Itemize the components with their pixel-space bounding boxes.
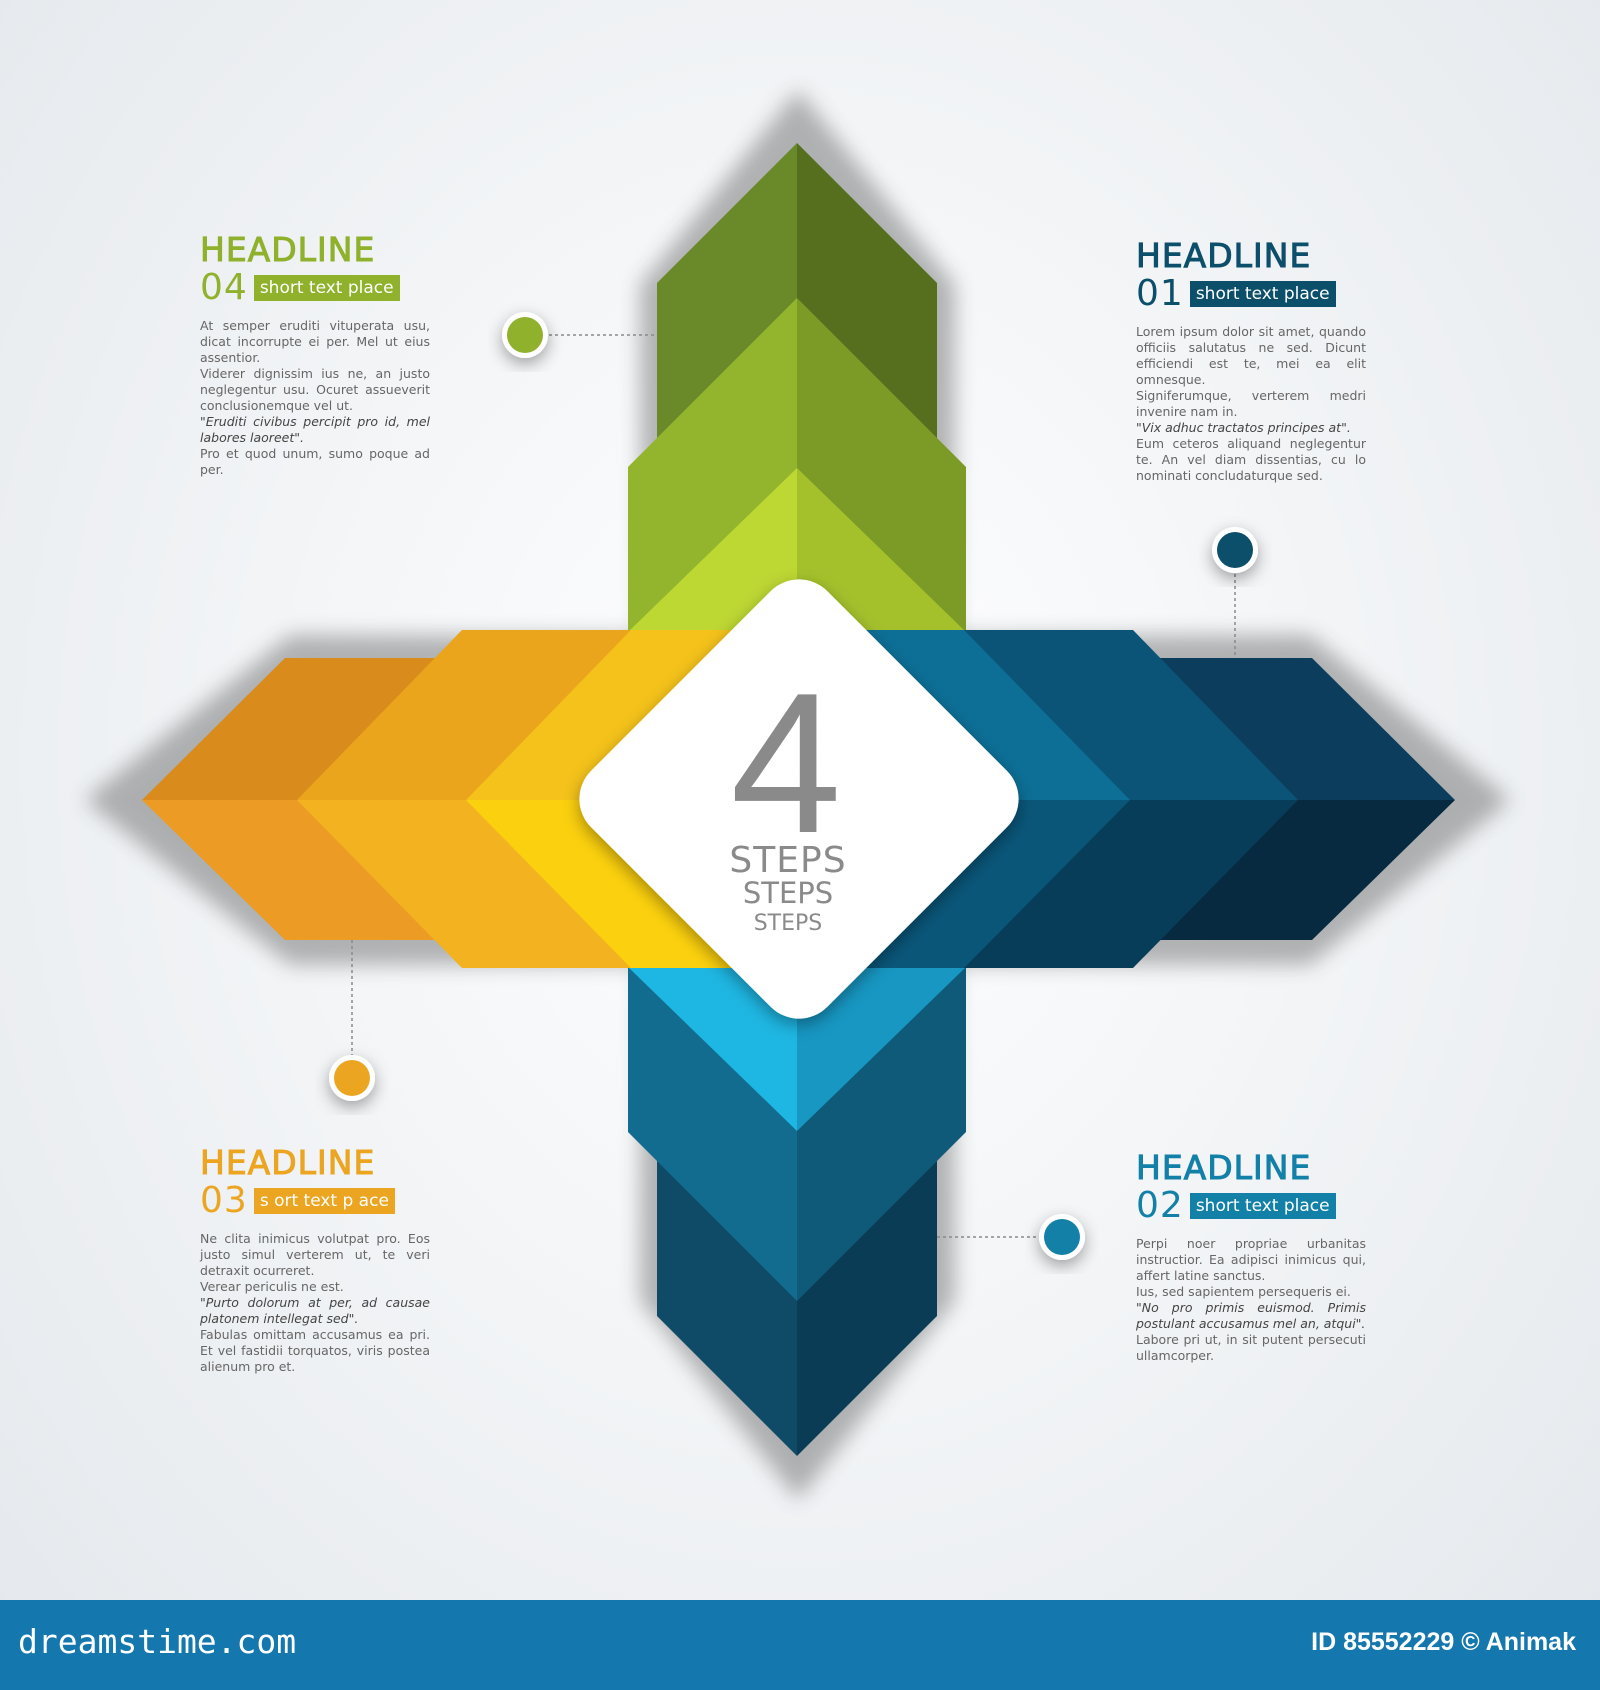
step-04-body-p2: Viderer dignissim ius ne, an justo negle… [200,366,430,413]
step-01-body: Lorem ipsum dolor sit amet, quando offic… [1136,324,1366,484]
step-03-headline: HEADLINE [200,1143,376,1182]
dot-03 [329,1055,375,1101]
step-02-body-p2: Ius, sed sapientem persequeris ei. [1136,1284,1351,1299]
step-04-number: 04 [200,267,248,308]
step-02-number: 02 [1136,1185,1184,1226]
step-03-block: HEADLINE 03 s ort text p ace Ne clita in… [200,1143,431,1375]
step-04-body-p3: Pro et quod unum, sumo poque ad per. [200,446,430,477]
dot-04 [502,312,548,358]
step-01-body-p1: Lorem ipsum dolor sit amet, quando offic… [1136,324,1366,387]
footer-bar: dreamstime.com ID 85552229 © Animak [0,1600,1600,1690]
step-04-block: HEADLINE 04 short text place At semper e… [200,230,431,478]
step-03-body-p2: Verear periculis ne est. [200,1279,344,1294]
step-01-block: HEADLINE 01 short text place Lorem ipsum… [1136,236,1367,484]
step-02-headline: HEADLINE [1136,1148,1312,1187]
step-01-body-p3: Eum ceteros aliquand neglegentur te. An … [1136,436,1366,483]
four-steps-diagram: 4 STEPS STEPS STEPS [85,90,1510,1500]
step-03-body-p3: Fabulas omittam accusamus ea pri. Et vel… [200,1327,430,1374]
step-01-headline: HEADLINE [1136,236,1312,275]
center-steps-2: STEPS [743,876,833,910]
step-02-tag: short text place [1189,1193,1336,1219]
step-03-number: 03 [200,1180,248,1221]
step-01-body-p2: Signiferumque, verterem medri invenire n… [1136,388,1366,419]
step-04-tag: short text place [253,275,400,301]
step-03-body-quote: "Purto dolorum at per, ad causae platone… [200,1295,430,1326]
center-steps-3: STEPS [754,911,823,936]
step-04-body-quote: "Eruditi civibus percipit pro id, mel la… [200,414,430,445]
step-03-body: Ne clita inimicus volutpat pro. Eos just… [200,1231,430,1375]
step-03-body-p1: Ne clita inimicus volutpat pro. Eos just… [200,1231,430,1278]
step-04-body: At semper eruditi vituperata usu, dicat … [200,318,430,478]
dot-02 [1039,1214,1085,1260]
step-04-body-p1: At semper eruditi vituperata usu, dicat … [200,318,430,365]
step-01-number: 01 [1136,273,1184,314]
center-steps-1: STEPS [729,840,846,881]
center-number: 4 [730,652,841,875]
center-diamond [579,579,1019,1019]
step-02-block: HEADLINE 02 short text place Perpi noer … [1136,1148,1367,1364]
step-03-tag: s ort text p ace [253,1188,395,1214]
step-02-body-p1: Perpi noer propriae urbanitas instructio… [1136,1236,1366,1283]
step-02-body-p3: Labore pri ut, in sit putent persecuti u… [1136,1332,1366,1363]
dot-01 [1212,527,1258,573]
step-02-body: Perpi noer propriae urbanitas instructio… [1136,1236,1366,1364]
step-01-tag: short text place [1189,281,1336,307]
image-id-credit: ID 85552229 © Animak [1311,1628,1576,1656]
dreamstime-logo[interactable]: dreamstime.com [18,1622,297,1661]
step-04-headline: HEADLINE [200,230,376,269]
step-02-body-quote: "No pro primis euismod. Primis postulant… [1136,1300,1366,1331]
step-01-body-quote: "Vix adhuc tractatos principes at". [1136,420,1351,435]
